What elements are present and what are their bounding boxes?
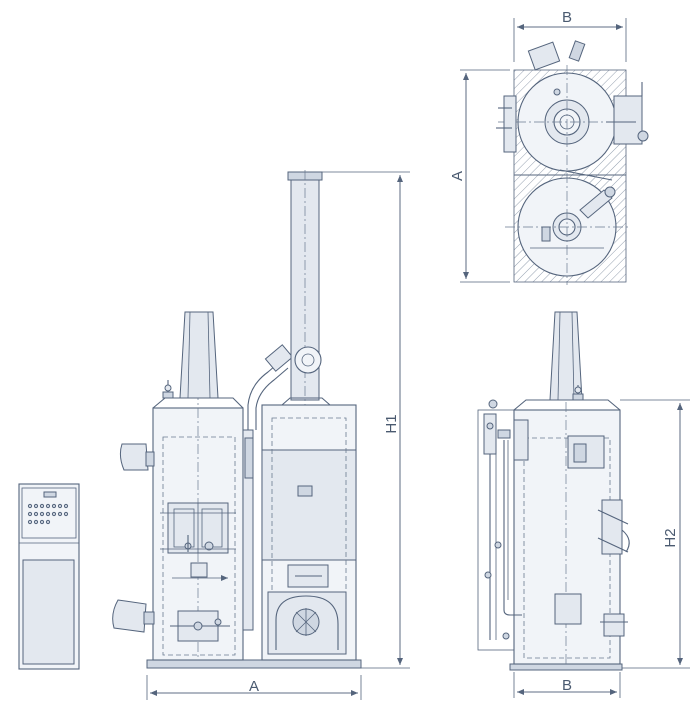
side-view [477,311,630,671]
side-width-label: B [562,677,572,694]
top-length-label: A [449,171,466,181]
side-lower-handhole [554,593,582,625]
top-burner-icon [527,41,561,71]
left-vent-stack [179,311,219,399]
top-dimensions: B A [449,9,627,283]
side-height-label: H2 [662,528,679,547]
front-width-label: A [249,678,259,695]
top-lower-burner-arm [579,189,613,219]
top-gauge-icon [637,130,649,142]
lower-burner-icon [112,599,155,633]
top-width-label: B [562,9,572,26]
side-base-frame [509,663,623,671]
pressure-gauge-icon [204,541,214,551]
front-dimensions: A H1 [146,171,410,700]
front-view [112,170,362,669]
front-height-label: H1 [383,414,400,433]
right-vessel-panel [261,449,357,561]
upper-burner-icon [119,443,155,471]
nameplate-icon [297,485,313,497]
top-view [496,40,649,285]
front-safety-valve-icon [162,380,174,399]
side-access-door [597,499,630,555]
water-level-gauge [477,399,522,651]
chimney-flange-icon [294,346,322,374]
top-side-fitting [613,95,643,145]
front-base-frame [146,659,362,669]
cabinet-indicator-lights [27,503,69,525]
side-safety-valve-icon [572,385,584,401]
control-cabinet [18,483,80,670]
cabinet-door-panel [22,559,75,665]
cabinet-display-icon [43,491,57,498]
side-dimensions: B H2 [513,399,690,698]
